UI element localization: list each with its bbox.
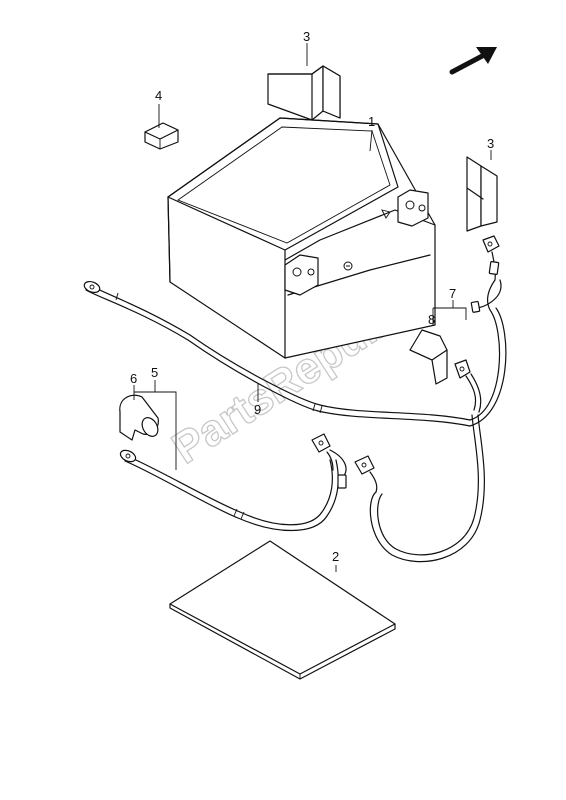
label-part-9: 9 [254,402,261,417]
terminal-cover [409,329,448,385]
cable-middle [354,414,485,563]
label-part-2: 2 [332,549,339,564]
part-labels: 1 2 3 3 4 5 6 7 8 9 [130,29,494,564]
leader-lines [133,43,492,572]
label-part-7: 7 [449,286,456,301]
manual-sheet [169,540,396,680]
terminal-cap [144,122,179,150]
terminal-boot [119,394,159,441]
label-part-3-right: 3 [487,136,494,151]
pad-top [267,65,341,121]
label-part-6: 6 [130,371,137,386]
arrow-icon [449,47,497,75]
label-part-5: 5 [151,365,158,380]
label-part-4: 4 [155,88,162,103]
cable-right [454,279,502,413]
label-part-8: 8 [428,312,435,327]
label-part-1: 1 [368,114,375,129]
battery [167,117,436,359]
label-part-3-top: 3 [303,29,310,44]
cable-long [83,235,507,427]
cable-negative [119,433,347,531]
pad-right [466,156,498,232]
